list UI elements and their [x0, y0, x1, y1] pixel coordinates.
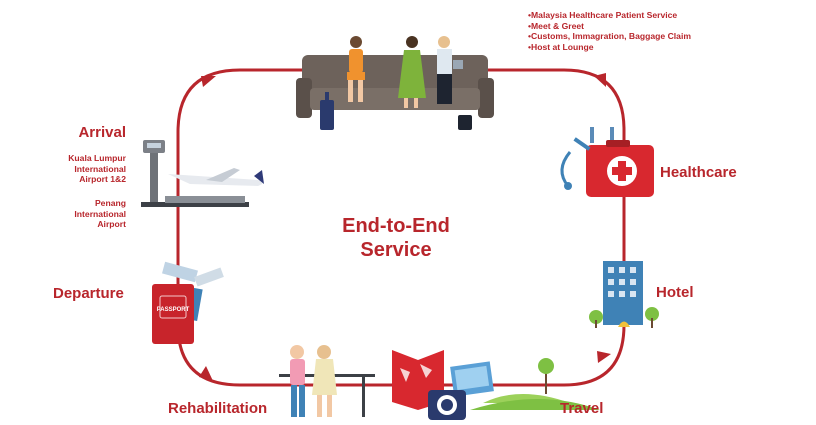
service-item: Customs, Immagration, Baggage Claim — [528, 31, 691, 42]
center-title-line1: End-to-End — [342, 215, 450, 237]
arrival-airport-2-line: International — [74, 208, 126, 219]
arrival-airport-2-line: Penang — [94, 198, 126, 208]
travel-map-camera-icon — [392, 350, 600, 420]
healthcare-services-list: Malaysia Healthcare Patient Service Meet… — [528, 10, 691, 52]
arrival-airport-2-line: Airport — [97, 219, 126, 229]
passport-label: PASSPORT — [157, 307, 190, 313]
arrival-airport-1-line: International — [74, 163, 126, 174]
lounge-sofa-travellers-icon — [296, 36, 494, 130]
travel-label: Travel — [560, 400, 604, 417]
hotel-building-icon — [589, 261, 659, 328]
loop-arrow-top-left — [201, 76, 216, 87]
service-item: Malaysia Healthcare Patient Service — [528, 10, 691, 21]
loop-arrow-top-right — [594, 73, 606, 87]
arrival-airport-1: Kuala Lumpur International Airport 1&2 — [68, 153, 126, 185]
center-title: End-to-End Service — [296, 214, 496, 262]
arrival-label: Arrival — [78, 124, 126, 141]
center-title-line2: Service — [360, 239, 432, 261]
loop-arrow-right — [597, 351, 611, 363]
arrival-airport-2: Penang International Airport — [74, 198, 126, 230]
departure-passport-icon: PASSPORT — [152, 261, 224, 344]
arrival-airport-1-line: Kuala Lumpur — [68, 153, 126, 163]
service-item: Meet & Greet — [528, 21, 691, 32]
rehabilitation-nurse-patient-icon — [279, 345, 375, 417]
healthcare-medical-kit-icon — [560, 127, 654, 197]
hotel-label: Hotel — [656, 284, 694, 301]
service-item: Host at Lounge — [528, 42, 691, 53]
rehabilitation-label: Rehabilitation — [168, 400, 268, 417]
departure-label: Departure — [53, 285, 124, 302]
healthcare-label: Healthcare — [660, 164, 737, 181]
loop-arrow-bottom-left — [199, 366, 213, 381]
airport-tower-plane-icon — [141, 140, 264, 207]
arrival-airport-1-line: Airport 1&2 — [79, 174, 126, 184]
